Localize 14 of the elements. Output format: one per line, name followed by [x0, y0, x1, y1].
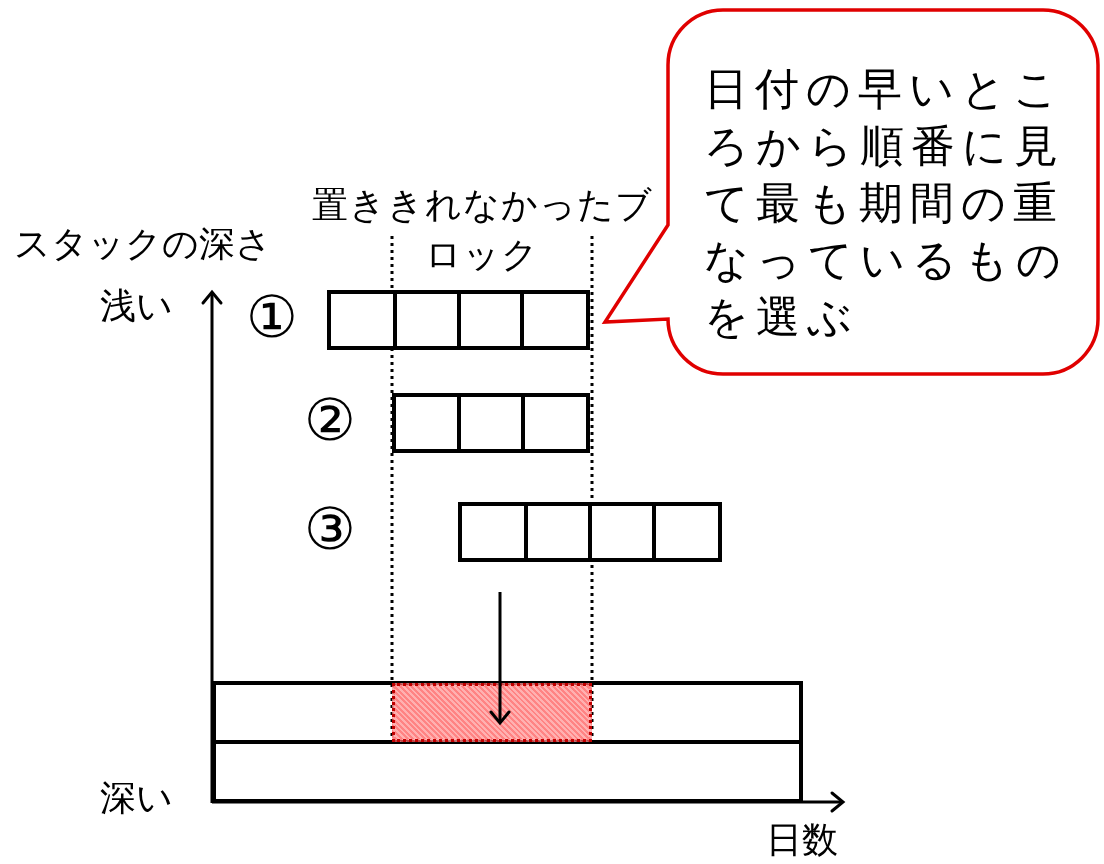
row-number: ③	[304, 494, 356, 564]
block-bar	[327, 290, 590, 350]
callout-text: 日付の早いところから順番に見て最も期間の重なっているものを選ぶ	[704, 62, 1069, 344]
axis-title: スタックの深さ	[14, 222, 272, 266]
axis-label: 浅い	[100, 284, 173, 328]
row-number: ①	[246, 282, 298, 352]
block-bar	[458, 502, 722, 562]
highlight-box	[392, 683, 592, 742]
axis-title: 日数	[766, 818, 838, 862]
axis-label: 深い	[100, 776, 173, 820]
arrow	[489, 592, 511, 725]
block-bar	[392, 393, 590, 453]
row-number: ②	[304, 385, 356, 455]
annotation-text: 置ききれなかったブロック	[310, 183, 654, 277]
